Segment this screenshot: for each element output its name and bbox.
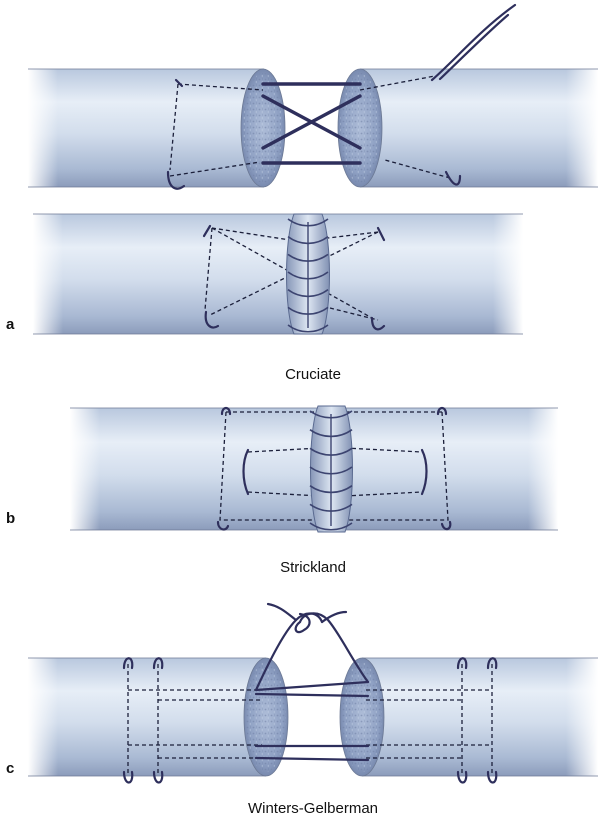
running-epitendinous-suture [287,218,329,333]
repaired-tendon [33,214,523,334]
caption-strickland: Strickland [280,559,346,576]
panel-letter-c: c [6,760,14,777]
running-suture-loop [309,522,353,531]
suture-strand [254,756,370,762]
caption-cruciate: Cruciate [285,366,341,383]
suture-strand [254,692,370,698]
suture-strand [261,94,362,150]
panel-letter-b: b [6,510,15,527]
running-suture-loop [287,324,329,333]
right-tendon-stump [360,658,598,776]
panel-b-strickland-repair [70,405,558,533]
suture-strand [254,680,370,692]
panel-letter-a: a [6,316,15,333]
suture-free-end [430,3,517,82]
panel-a-separated-tendons [28,3,598,190]
left-tendon-stump [28,658,268,776]
left-tendon-stump [28,69,266,187]
caption-winters-gelberman: Winters-Gelberman [248,800,378,817]
right-tendon-stump [358,69,598,187]
panel-a-repaired-tendon [33,213,523,335]
panel-c-winters-gelberman-repair [28,602,598,784]
suture-free-end [438,13,510,81]
running-epitendinous-suture [309,410,353,531]
